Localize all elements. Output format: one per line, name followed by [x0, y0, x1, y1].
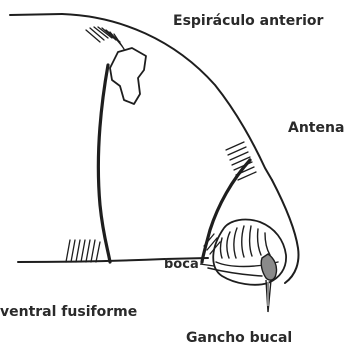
ventral-striations: [66, 240, 100, 262]
mouth-papillae: [221, 226, 271, 258]
label-antena: Antena: [288, 121, 344, 135]
anterior-spiracle: [110, 48, 146, 104]
label-gancho-bucal: Gancho bucal: [186, 331, 292, 345]
segment-line-left: [98, 65, 110, 262]
boca-pointer: [200, 264, 214, 266]
label-ventral-fusiforme: ventral fusiforme: [0, 305, 137, 319]
mouth-baseline: [208, 268, 262, 276]
label-espiraculo-anterior: Espiráculo anterior: [173, 14, 323, 28]
antenna-striations: [226, 142, 256, 180]
spiracle-striations: [86, 27, 124, 49]
label-boca: boca: [164, 258, 199, 271]
top-edge-line: [10, 14, 62, 15]
oral-hook: [261, 254, 276, 312]
oral-hook-bulb: [261, 254, 276, 280]
